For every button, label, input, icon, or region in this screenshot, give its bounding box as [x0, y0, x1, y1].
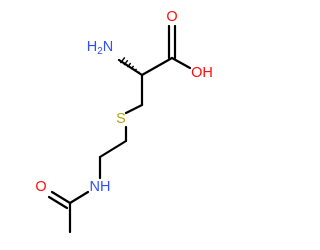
bond-layer — [47, 24, 192, 234]
atom-label-layer: H2N O OH S NH O — [35, 9, 213, 195]
stereo-hash-line — [134, 68, 138, 72]
bond-amide-carbonyl-double-b — [47, 195, 69, 210]
stereo-hash-line — [119, 56, 126, 64]
bond-carboxyl-hydroxyl — [170, 56, 192, 70]
amide-nitrogen-label: NH — [90, 179, 111, 195]
bond-amide-nitrogen-carbonyl — [68, 190, 90, 205]
amine-label: H2N — [87, 39, 114, 57]
stereo-hash-line — [123, 59, 129, 66]
bond-beta-carbon-sulfur — [124, 103, 144, 115]
bond-alpha-carbon-carboxyl — [140, 56, 174, 77]
hydroxyl-label: OH — [191, 65, 213, 81]
stereo-hash-wedge — [119, 56, 140, 74]
carbonyl-oxygen-label: O — [166, 9, 177, 25]
sulfur-label: S — [116, 111, 126, 127]
stereo-hash-line — [137, 71, 140, 74]
stereo-hash-line — [130, 65, 135, 70]
amide-oxygen-label: O — [35, 179, 46, 195]
bond-amide-carbonyl-double-a — [50, 190, 72, 205]
molecule-structure: H2N O OH S NH O — [35, 9, 213, 234]
stereo-hash-line — [126, 62, 132, 68]
bond-ethyl-chain — [98, 139, 128, 159]
